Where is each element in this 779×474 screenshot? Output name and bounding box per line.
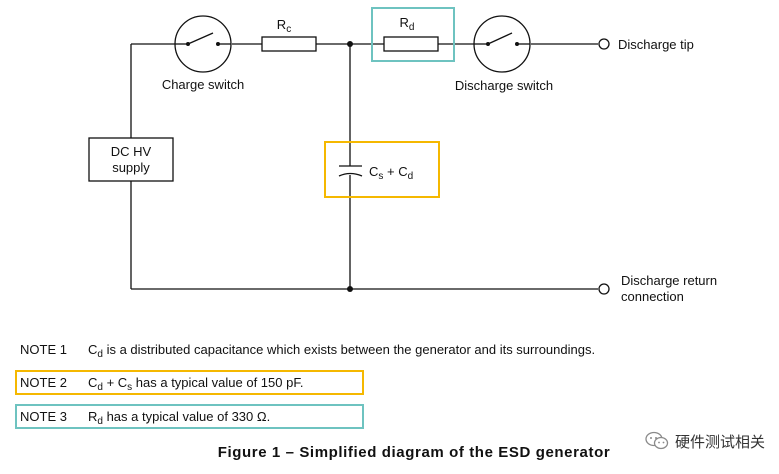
note-1-symbol: C [88,342,98,357]
dc-hv-supply-box [88,137,174,182]
wires [130,43,598,290]
charge-switch [174,15,232,73]
discharge-switch-label: Discharge switch [455,78,553,93]
note-2-text: has a typical value of 150 pF. [132,375,304,390]
capacitor-highlight-box [324,141,440,198]
note-2-mid: + C [102,375,128,390]
rc-resistor [261,36,317,52]
capacitor-label: Cs + Cd [369,164,413,182]
note-1: NOTE 1 Cd is a distributed capacitance wh… [20,342,596,360]
note-1-symbol-sub: d [97,349,103,360]
figure-caption: Figure 1 – Simplified diagram of the ESD… [217,444,611,461]
note-1-text: is a distributed capacitance which exist… [102,342,596,357]
discharge-return-label-line1: Discharge return [621,273,717,288]
discharge-tip-label: Discharge tip [618,37,694,52]
discharge-switch [473,15,531,73]
note-3-symbol: R [88,409,98,424]
discharge-return-terminal [598,283,610,295]
note-3: NOTE 3 Rd has a typical value of 330 Ω. [20,409,271,427]
note-2-mid-sub: s [127,382,133,393]
supply-label-line2: supply [112,160,150,175]
charge-switch-label: Charge switch [162,77,244,92]
note-2-symbol-sub: d [97,382,103,393]
rd-highlight-box [371,7,455,62]
capacitor-symbol [338,165,363,177]
esd-generator-circuit: Charge switch Rc Rd Discharge switch Dis… [88,7,717,304]
note-2: NOTE 2 Cd + Cs has a typical value of 150… [20,375,304,393]
rc-label: Rc [277,17,291,35]
watermark: 硬件测试相关 [645,430,765,452]
note-1-tag: NOTE 1 [20,342,67,357]
note-2-symbol: C [88,375,98,390]
rd-resistor [383,36,439,52]
note-3-highlight-box [15,404,364,429]
wechat-icon [645,431,669,450]
junction-top [347,41,353,47]
discharge-tip-terminal [598,38,610,50]
discharge-return-label-line2: connection [621,289,684,304]
note-2-highlight-box [15,370,364,395]
junction-bottom [347,286,353,292]
note-2-tag: NOTE 2 [20,375,67,390]
note-3-symbol-sub: d [97,416,103,427]
rd-label: Rd [400,15,415,33]
supply-label-line1: DC HV [111,144,152,159]
note-3-tag: NOTE 3 [20,409,67,424]
watermark-text: 硬件测试相关 [674,432,765,451]
note-3-text: has a typical value of 330 Ω. [102,409,271,424]
